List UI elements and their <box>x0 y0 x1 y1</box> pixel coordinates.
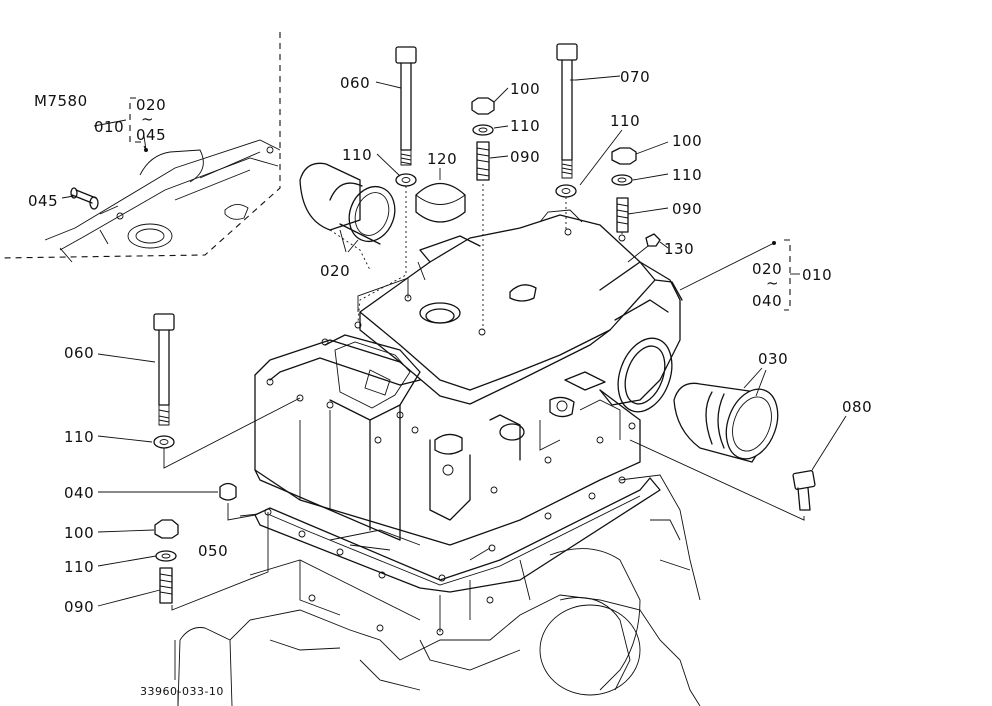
label-060-left: 060 <box>64 344 94 362</box>
label-040-ref: 040 <box>752 292 782 310</box>
stud-set-left <box>154 519 179 604</box>
label-010-set: 010 <box>802 266 832 284</box>
bolt-070 <box>555 43 578 198</box>
tilde-inset: ~ <box>141 110 154 128</box>
label-110-right: 110 <box>672 166 702 184</box>
label-100-left: 100 <box>64 524 94 542</box>
label-030: 030 <box>758 350 788 368</box>
label-010-inset: 010 <box>94 118 124 136</box>
stud-set-center <box>471 97 495 181</box>
label-050: 050 <box>198 542 228 560</box>
label-110-top-right: 110 <box>610 112 640 130</box>
label-020-bushing: 020 <box>320 262 350 280</box>
label-060-top: 060 <box>340 74 370 92</box>
bolt-080 <box>792 470 816 511</box>
plug-120 <box>415 182 466 223</box>
callout-labels: M7580 020 ~ 010 045 045 060 100 110 090 … <box>28 68 872 698</box>
label-110-top-left: 110 <box>342 146 372 164</box>
plug-040 <box>219 482 237 501</box>
label-110-left-lower: 110 <box>64 558 94 576</box>
stud-set-right <box>611 147 637 233</box>
bushing-030 <box>673 382 779 463</box>
gasket-050 <box>254 476 661 593</box>
leader-lines <box>93 75 847 607</box>
bolt-060-left <box>153 313 175 449</box>
fitting-130 <box>645 233 661 247</box>
label-045-inset-ref: 045 <box>136 126 166 144</box>
label-020-inset: 020 <box>136 96 166 114</box>
label-100-right: 100 <box>672 132 702 150</box>
label-040-plug: 040 <box>64 484 94 502</box>
label-110-left-upper: 110 <box>64 428 94 446</box>
model-label: M7580 <box>34 92 88 110</box>
label-090-center: 090 <box>510 148 540 166</box>
housing-bolt-holes <box>266 228 636 494</box>
pin-045 <box>70 187 99 210</box>
tilde-ref: ~ <box>766 274 779 292</box>
label-090-right: 090 <box>672 200 702 218</box>
label-120: 120 <box>427 150 457 168</box>
bolt-060-top <box>395 46 417 187</box>
label-020-ref: 020 <box>752 260 782 278</box>
rocker-arm-housing <box>254 209 683 546</box>
label-110-center: 110 <box>510 117 540 135</box>
label-070: 070 <box>620 68 650 86</box>
drawing-number: 33960-033-10 <box>140 685 224 698</box>
label-100-center: 100 <box>510 80 540 98</box>
label-090-left: 090 <box>64 598 94 616</box>
assembly-lines <box>163 184 805 706</box>
label-130: 130 <box>664 240 694 258</box>
cylinder-head <box>177 474 701 706</box>
bushing-020 <box>299 162 396 245</box>
label-045: 045 <box>28 192 58 210</box>
inset-detail <box>0 32 281 263</box>
label-080: 080 <box>842 398 872 416</box>
